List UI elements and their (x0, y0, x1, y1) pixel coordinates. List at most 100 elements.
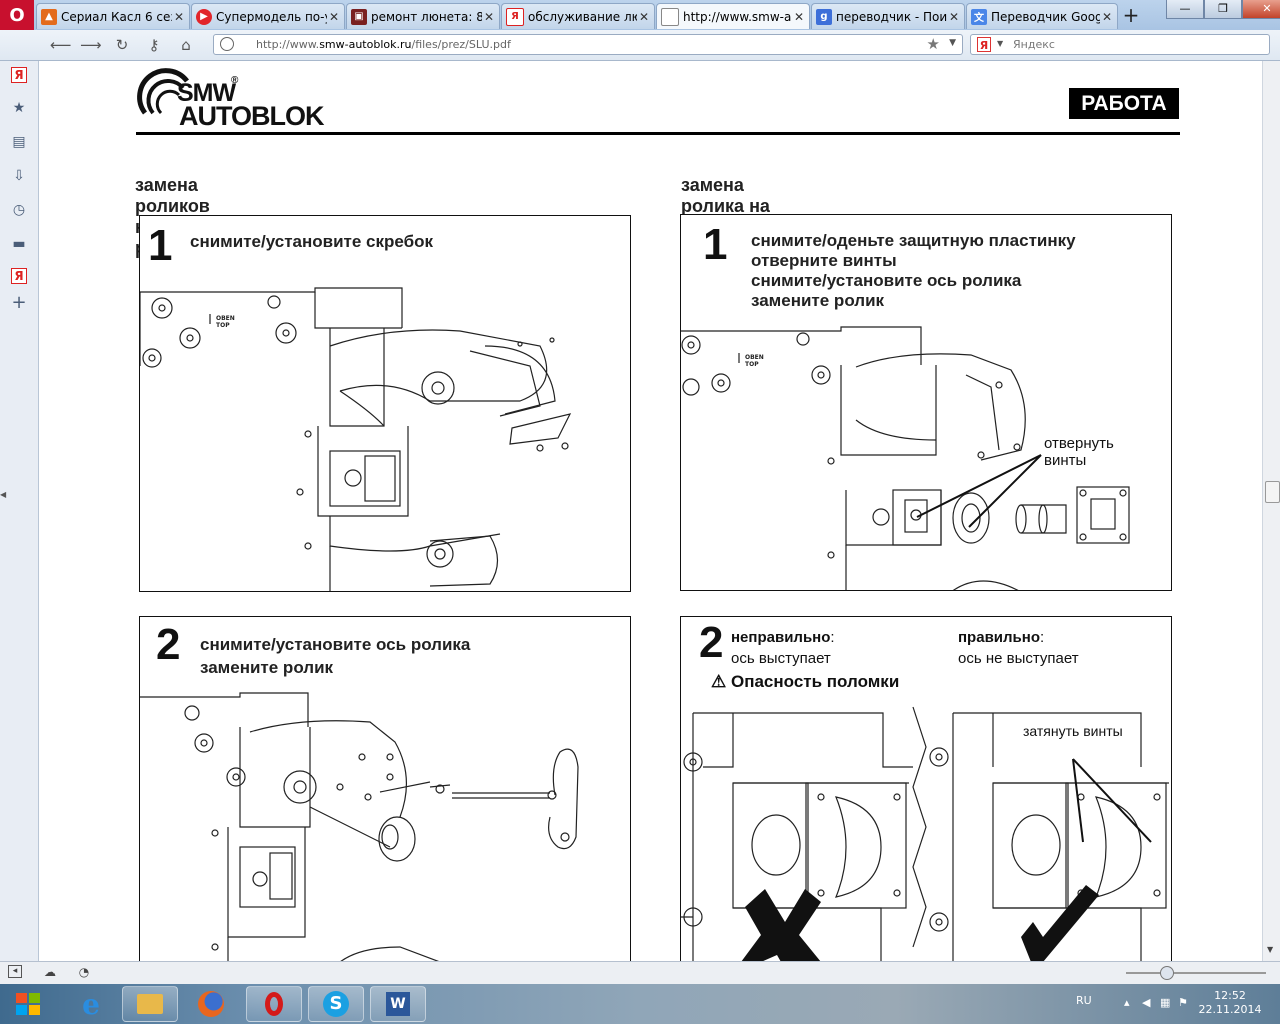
sidebar-collapse-arrow-icon[interactable]: ◀ (0, 490, 7, 499)
search-box[interactable]: Я ▼ Яндекс (970, 34, 1270, 55)
pdf-document-area: SMW ® AUTOBLOK РАБОТА замена роликов на … (39, 61, 1261, 961)
yandex-icon[interactable]: Я (11, 67, 27, 83)
close-icon[interactable]: ✕ (948, 9, 960, 24)
url-text[interactable]: http://www.smw-autoblok.ru/files/prez/SL… (256, 38, 511, 51)
cloud-sync-icon[interactable]: ☁ (44, 965, 56, 979)
key-icon[interactable]: ⚷ (148, 36, 160, 54)
tab-supermodel[interactable]: ▶ Супермодель по-у... ✕ (191, 3, 345, 29)
taskbar-ie[interactable]: e (63, 986, 119, 1022)
opera-icon (265, 992, 283, 1016)
right-label-text: правильно (958, 629, 1040, 646)
close-icon[interactable]: ✕ (793, 9, 805, 24)
taskbar-firefox[interactable] (183, 986, 239, 1022)
logo-registered: ® (231, 75, 239, 86)
skype-icon: S (323, 991, 349, 1017)
zoom-slider-thumb[interactable] (1160, 966, 1174, 980)
bookmarks-star-icon[interactable]: ★ (12, 100, 26, 116)
close-icon[interactable]: ✕ (483, 9, 495, 24)
notes-icon[interactable]: ▤ (12, 134, 26, 150)
address-bar[interactable]: http://www.smw-autoblok.ru/files/prez/SL… (213, 34, 963, 55)
logo-smw: SMW (177, 79, 236, 107)
reload-button[interactable]: ↻ (115, 36, 129, 54)
scraper-illustration: OBEN TOP (140, 287, 572, 591)
tab-title: обслуживание лю... (528, 9, 637, 24)
volume-icon[interactable]: ◀ (1142, 996, 1151, 1009)
status-bar: ◂ ☁ ◔ (0, 961, 1280, 984)
play-icon: ▶ (196, 8, 212, 25)
warning-triangle-icon: ⚠ (711, 672, 727, 691)
history-clock-icon[interactable]: ◷ (12, 202, 26, 218)
opera-menu-button[interactable]: O (0, 0, 34, 30)
yandex-icon: Я (506, 7, 524, 26)
tab-google-translate[interactable]: 文 Переводчик Google ✕ (966, 3, 1118, 29)
scroll-down-arrow-icon[interactable]: ▼ (1267, 945, 1274, 954)
step-text-line3: снимите/установите ось ролика (751, 271, 1022, 290)
step-number: 1 (148, 221, 173, 270)
maximize-button[interactable]: ❐ (1204, 0, 1242, 19)
home-button[interactable]: ⌂ (181, 36, 191, 54)
chevron-down-icon[interactable]: ▼ (949, 38, 956, 48)
break-warning: ⚠ Опасность поломки (711, 673, 899, 690)
downloads-icon[interactable]: ⇩ (13, 168, 25, 184)
close-icon[interactable]: ✕ (173, 9, 185, 24)
zoom-slider[interactable] (1126, 972, 1266, 974)
window-close-button[interactable]: ✕ (1242, 0, 1280, 19)
network-icon[interactable]: ▦ (1160, 996, 1171, 1009)
central-lever-illustration: OBEN TOP (681, 326, 1130, 590)
window-controls: — ❐ ✕ (1166, 0, 1280, 20)
translate-icon: 文 (971, 8, 987, 25)
clock-date: 22.11.2014 (1198, 1003, 1262, 1016)
tab-serial[interactable]: ▲ Сериал Касл 6 сез... ✕ (36, 3, 190, 29)
tab-bar: O ▲ Сериал Касл 6 сез... ✕ ▶ Супермодель… (0, 0, 1280, 30)
smw-logo-icon (137, 68, 189, 115)
tab-obsluzhivanie[interactable]: Я обслуживание лю... ✕ (501, 3, 655, 29)
opera-logo-icon: O (9, 4, 25, 26)
panels-icon[interactable]: ▬ (12, 236, 26, 252)
taskbar-opera[interactable] (246, 986, 302, 1022)
clock-time: 12:52 (1214, 989, 1246, 1002)
top-label: TOP (745, 361, 759, 368)
wrong-cross-icon (741, 889, 821, 961)
yandex-icon[interactable]: Я (11, 268, 27, 284)
language-indicator[interactable]: RU (1076, 994, 1092, 1007)
forward-button[interactable]: ⟶ (80, 36, 102, 54)
wrong-description: ось выступает (731, 650, 831, 667)
taskbar-explorer[interactable] (122, 986, 178, 1022)
vertical-scrollbar[interactable]: ▼ (1262, 61, 1280, 961)
close-icon[interactable]: ✕ (328, 9, 340, 24)
close-icon[interactable]: ✕ (638, 9, 650, 24)
tray-expand-icon[interactable]: ▴ (1124, 996, 1130, 1009)
add-panel-icon[interactable]: + (11, 291, 27, 313)
clock[interactable]: 12:52 22.11.2014 (1198, 989, 1262, 1017)
panel-toggle-icon[interactable]: ◂ (8, 965, 22, 978)
tab-smw-pdf[interactable]: http://www.smw-a... ✕ (656, 3, 810, 29)
step-text-line2: отверните винты (751, 251, 897, 270)
right-description: ось не выступает (958, 650, 1079, 667)
chevron-down-icon[interactable]: ▼ (997, 39, 1004, 48)
logo-autoblok: AUTOBLOK (179, 101, 324, 131)
correct-check-icon (1021, 885, 1099, 961)
bookmark-star-icon[interactable]: ★ (926, 35, 940, 53)
speed-dial-icon[interactable]: ◔ (78, 965, 90, 979)
scrollbar-thumb[interactable] (1265, 481, 1280, 503)
header-badge: РАБОТА (1069, 88, 1179, 119)
search-input[interactable]: Яндекс (1013, 38, 1055, 51)
minimize-button[interactable]: — (1166, 0, 1204, 19)
tab-remont[interactable]: ▣ ремонт люнета: 87... ✕ (346, 3, 500, 29)
back-button[interactable]: ⟵ (50, 36, 72, 54)
tab-title: ремонт люнета: 87... (371, 9, 482, 24)
document-icon (661, 7, 679, 26)
taskbar-word[interactable]: W (370, 986, 426, 1022)
close-icon[interactable]: ✕ (1101, 9, 1113, 24)
tab-title: Сериал Касл 6 сез... (61, 9, 172, 24)
flag-icon[interactable]: ⚑ (1178, 996, 1188, 1009)
new-tab-button[interactable]: + (1122, 3, 1140, 27)
oben-label: OBEN (745, 354, 764, 361)
yandex-icon[interactable]: Я (977, 37, 991, 52)
windows-start-icon[interactable] (12, 988, 44, 1020)
folder-icon (137, 994, 163, 1014)
step-number: 2 (699, 618, 724, 667)
tab-title: http://www.smw-a... (683, 9, 792, 24)
tab-perevodchik-search[interactable]: g переводчик - Пои... ✕ (811, 3, 965, 29)
taskbar-skype[interactable]: S (308, 986, 364, 1022)
